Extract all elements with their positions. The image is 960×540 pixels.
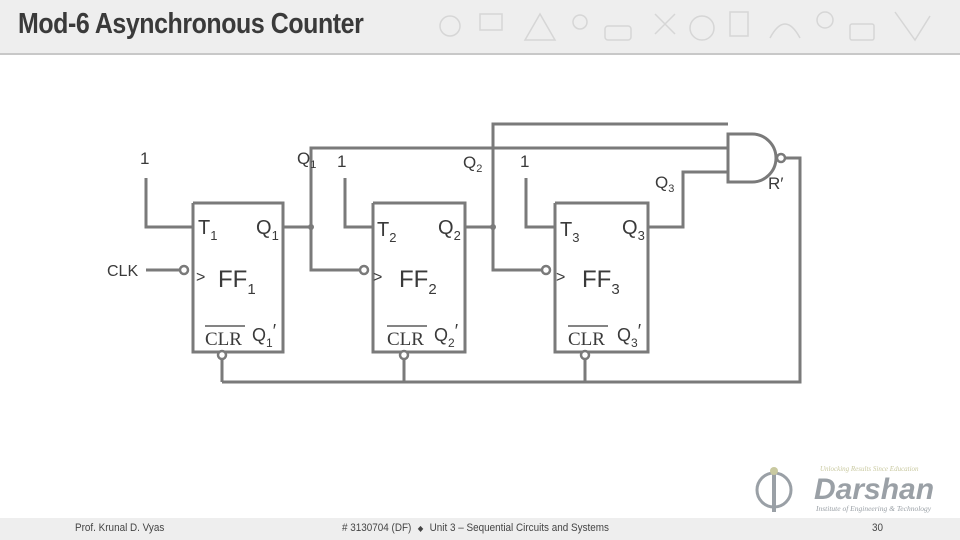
page-number: 30 bbox=[872, 522, 884, 534]
clk-label: CLK bbox=[107, 263, 138, 280]
t1-wire bbox=[144, 178, 193, 229]
ff1-qbar-label: Q1′ bbox=[252, 321, 277, 350]
logo-tagline: Unlocking Results Since Education bbox=[820, 465, 919, 473]
ff1-clk-bubble bbox=[178, 264, 190, 276]
ff2-clk-bubble bbox=[358, 264, 370, 276]
ff3-clr-bubble bbox=[579, 349, 591, 361]
top-one-label-3: 1 bbox=[520, 152, 529, 171]
q2-to-ff3-clk-wire bbox=[465, 225, 542, 272]
ff1-block bbox=[191, 201, 285, 354]
darshan-logo: Unlocking Results Since Education Darsha… bbox=[755, 465, 934, 513]
ff1-clk-mark: > bbox=[196, 269, 205, 286]
slide-title: Mod-6 Asynchronous Counter bbox=[18, 8, 364, 40]
header-doodle-pattern bbox=[439, 11, 931, 42]
q2-junction-dot bbox=[490, 224, 496, 230]
top-q3-label: Q3 bbox=[655, 173, 674, 195]
q3-to-gate-wire bbox=[648, 170, 728, 229]
ff3-clk-mark: > bbox=[556, 269, 565, 286]
ff2-name-label: FF2 bbox=[399, 266, 437, 298]
logo-name: Darshan bbox=[814, 473, 934, 506]
and-gate bbox=[726, 132, 778, 184]
top-q2-label: Q2 bbox=[463, 153, 482, 175]
ff3-clk-bubble bbox=[540, 264, 552, 276]
ff2-clk-mark: > bbox=[373, 269, 382, 286]
ff1-clr-label: CLR bbox=[205, 329, 242, 350]
footer-separator: ◆ bbox=[417, 524, 424, 533]
r-prime-wire bbox=[222, 156, 802, 384]
ff3-t-label: T3 bbox=[560, 219, 579, 245]
t2-wire bbox=[343, 178, 373, 229]
ff2-block bbox=[371, 201, 467, 354]
ff3-name-label: FF3 bbox=[582, 266, 620, 298]
footer-author: Prof. Krunal D. Vyas bbox=[75, 522, 165, 534]
gate-output-bubble bbox=[775, 152, 787, 164]
q1-to-gate-wire bbox=[309, 146, 728, 227]
logo-emblem-icon bbox=[755, 467, 793, 512]
ff3-clr-label: CLR bbox=[568, 329, 605, 350]
footer-course-line: # 3130704 (DF) ◆ Unit 3 – Sequential Cir… bbox=[342, 522, 609, 534]
footer-unit: Unit 3 – Sequential Circuits and Systems bbox=[429, 522, 609, 534]
logo-subtitle: Institute of Engineering & Technology bbox=[815, 504, 932, 513]
ff3-block bbox=[553, 201, 650, 354]
ff3-q-label: Q3 bbox=[622, 217, 645, 243]
footer-course: # 3130704 (DF) bbox=[342, 522, 412, 534]
t3-wire bbox=[524, 178, 555, 229]
title-bar-rule bbox=[0, 53, 960, 55]
ff2-t-label: T2 bbox=[377, 219, 396, 245]
top-q1-label: Q1 bbox=[297, 149, 316, 171]
ff1-q-label: Q1 bbox=[256, 217, 279, 243]
q2-to-gate-wire bbox=[491, 122, 728, 227]
ff2-clr-bubble bbox=[398, 349, 410, 361]
top-one-label-1: 1 bbox=[140, 149, 149, 168]
footer-bar bbox=[0, 518, 960, 540]
ff1-name-label: FF1 bbox=[218, 266, 256, 298]
top-one-label-2: 1 bbox=[337, 152, 346, 171]
ff1-t-label: T1 bbox=[198, 217, 217, 243]
ff1-clr-bubble bbox=[216, 349, 228, 361]
q1-to-ff2-clk-wire bbox=[283, 225, 360, 272]
q1-junction-dot bbox=[308, 224, 314, 230]
ff2-clr-label: CLR bbox=[387, 329, 424, 350]
ff3-qbar-label: Q3′ bbox=[617, 321, 642, 350]
ff2-qbar-label: Q2′ bbox=[434, 321, 459, 350]
ff2-q-label: Q2 bbox=[438, 217, 461, 243]
r-prime-label: R′ bbox=[768, 174, 783, 193]
